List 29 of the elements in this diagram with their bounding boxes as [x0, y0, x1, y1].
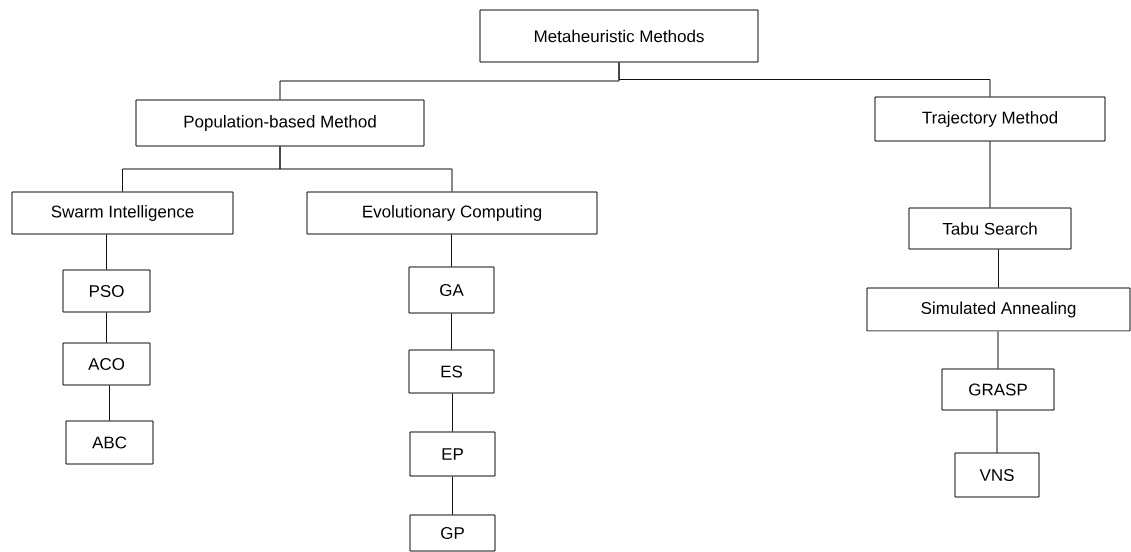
connector-line	[989, 141, 991, 208]
connector-line	[452, 393, 453, 432]
method-box: ES	[408, 349, 495, 394]
method-box: Tabu Search	[908, 207, 1072, 250]
connector-line	[106, 312, 107, 343]
connector-line	[997, 331, 999, 369]
method-box: PSO	[62, 269, 151, 313]
method-box: Metaheuristic Methods	[479, 9, 759, 63]
method-box: Simulated Annealing	[866, 287, 1131, 332]
connector-line	[451, 234, 452, 267]
method-box: GA	[408, 266, 495, 314]
connector-line	[452, 476, 453, 515]
connector-line	[109, 385, 110, 421]
method-box: EP	[409, 431, 496, 477]
connector-line	[279, 146, 453, 192]
method-box: Trajectory Method	[874, 96, 1106, 142]
connector-line	[998, 249, 999, 288]
connector-line	[618, 62, 991, 97]
method-box: VNS	[954, 452, 1040, 498]
method-box: ABC	[65, 420, 154, 465]
method-box: Evolutionary Computing	[306, 191, 598, 235]
connector-line	[451, 313, 452, 350]
connector-line	[996, 410, 998, 453]
method-box: GRASP	[941, 368, 1055, 411]
connector-line	[106, 234, 107, 270]
method-box: GP	[409, 514, 496, 552]
method-box: Swarm Intelligence	[11, 191, 234, 235]
method-box: ACO	[62, 342, 151, 386]
method-box: Population-based Method	[135, 99, 425, 147]
